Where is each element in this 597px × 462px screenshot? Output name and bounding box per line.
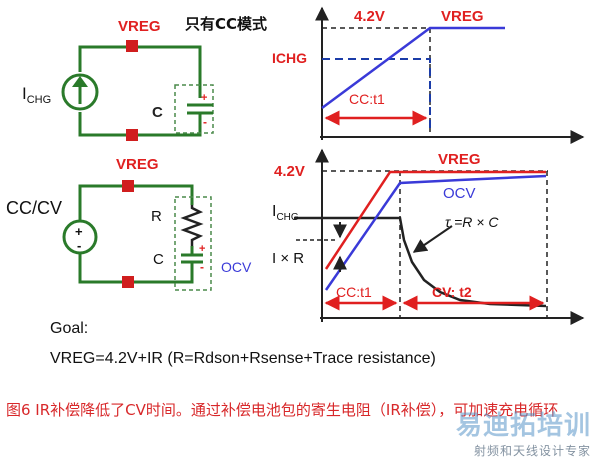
c-label: C (153, 251, 164, 268)
top-voltage-curve (321, 26, 505, 110)
ixr-label: I × R (272, 250, 304, 267)
top-ichg-label: ICHG (22, 84, 51, 106)
top-capacitor-icon (187, 103, 213, 127)
tau-pointer-arrow (412, 225, 453, 253)
source-minus: - (77, 238, 81, 253)
bottom-ichg-label: ICHG (272, 203, 299, 223)
figure-caption: 图6 IR补偿降低了CV时间。通过补偿电池包的寄生电阻（IR补偿），可加速充电循… (6, 401, 559, 419)
top-42v-label: 4.2V (354, 8, 385, 25)
watermark-main: 易迪拓培训 (455, 411, 591, 441)
top-bottom-node-box (126, 129, 138, 141)
bottom-cap-minus: - (200, 260, 204, 274)
current-source-icon (61, 73, 99, 111)
top-circuit: VREG 只有CC模式 ICHG C + - (22, 15, 267, 141)
bottom-cc-phase-label: CC:t1 (336, 284, 372, 300)
voltage-source-icon (62, 219, 98, 255)
top-cap-label: C (152, 104, 163, 121)
ocv-circuit-label: OCV (221, 259, 252, 275)
cc-only-mode-title: 只有CC模式 (185, 15, 267, 33)
bottom-ichg-main: I (272, 203, 276, 220)
bottom-cap-plus: + (199, 243, 205, 255)
bottom-42v-label: 4.2V (274, 163, 305, 180)
bottom-vreg-node-box (122, 180, 134, 192)
top-vreg-graph-label: VREG (441, 8, 484, 25)
top-ichg-sub: CHG (27, 94, 51, 106)
top-ichg-main: I (22, 84, 27, 103)
goal-heading: Goal: (50, 320, 89, 337)
bottom-vreg-label: VREG (116, 156, 159, 173)
top-vreg-label: VREG (118, 18, 161, 35)
bottom-circuit: VREG CC/CV + - R C + - OCV (6, 156, 252, 291)
bottom-bottom-node-box (122, 276, 134, 288)
top-battery-dashed-box (174, 84, 214, 134)
top-cap-minus: - (203, 115, 207, 129)
bottom-battery-dashed-box (174, 196, 212, 291)
top-graph: 4.2V VREG ICHG CC:t1 (272, 6, 585, 144)
bottom-graph: 4.2V VREG OCV ICHG I × R τ =R × C CC:t1 … (272, 148, 585, 325)
cv-phase-label: CV: t2 (432, 284, 472, 300)
r-label: R (151, 208, 162, 225)
resistor-icon (180, 205, 204, 246)
bottom-capacitor-icon (181, 246, 203, 266)
cc-cv-label: CC/CV (6, 198, 62, 218)
bottom-vreg-graph-label: VREG (438, 151, 481, 168)
bottom-circuit-wires (78, 184, 194, 284)
ocv-graph-label: OCV (443, 185, 476, 202)
top-ichg-graph-label: ICHG (272, 50, 307, 66)
ocv-curve (324, 174, 547, 291)
goal-equation: VREG=4.2V+IR (R=Rdson+Rsense+Trace resis… (50, 350, 436, 367)
watermark: 易迪拓培训 射频和天线设计专家 (456, 405, 591, 459)
top-cc-phase-label: CC:t1 (349, 91, 385, 107)
top-cap-plus: + (201, 92, 207, 104)
watermark-sub: 射频和天线设计专家 (473, 444, 591, 458)
top-ichg-current-line (322, 58, 431, 128)
vreg-curve (324, 170, 546, 270)
source-plus: + (75, 224, 83, 239)
tau-label: τ =R × C (445, 214, 499, 230)
top-vreg-node-box (126, 40, 138, 52)
bottom-ichg-sub: CHG (276, 212, 298, 223)
